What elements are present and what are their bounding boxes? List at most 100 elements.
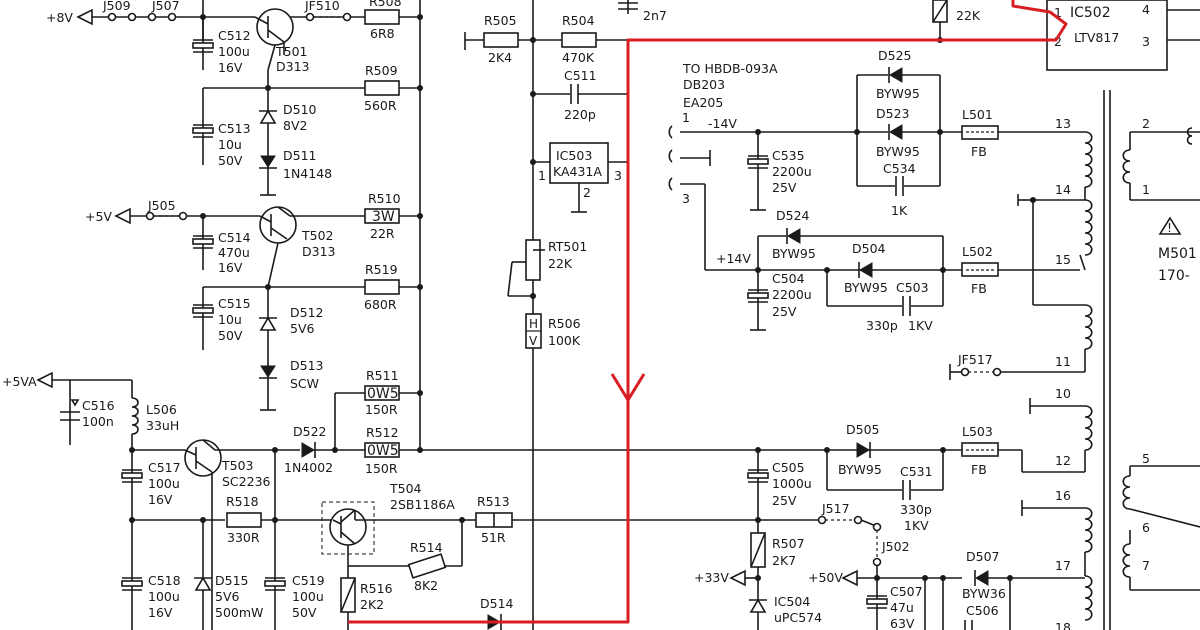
c513-volt: 50V (218, 153, 243, 168)
r512-ref: R512 (366, 425, 399, 440)
c515-volt: 50V (218, 328, 243, 343)
c503-volt: 1KV (908, 318, 933, 333)
red-highlight-trace (348, 0, 1068, 624)
l502-value: FB (971, 281, 987, 296)
c504-ref: C504 (772, 271, 805, 286)
c519-value: 100u (292, 589, 324, 604)
r504-ref: R504 (562, 13, 595, 28)
r518-ref: R518 (226, 494, 259, 509)
d525-ref: D525 (878, 48, 911, 63)
pin-7: 7 (1142, 558, 1150, 573)
net-label-33v: +33V (694, 570, 729, 585)
c506-ref: C506 (966, 603, 999, 618)
c519-ref: C519 (292, 573, 325, 588)
c531-ref: C531 (900, 464, 933, 479)
t501-ref: T501 (275, 44, 308, 59)
d512-part: 5V6 (290, 321, 315, 336)
net-label-50v: +50V (808, 570, 843, 585)
c517-volt: 16V (148, 492, 173, 507)
c518-ref: C518 (148, 573, 181, 588)
t502-part: D313 (302, 244, 335, 259)
d515-ref: D515 (215, 573, 248, 588)
net-label-pos14v: +14V (716, 251, 751, 266)
d523-part: BYW95 (876, 144, 920, 159)
c514-ref: C514 (218, 230, 251, 245)
red-direction-arrow (610, 373, 646, 402)
c519-volt: 50V (292, 605, 317, 620)
d514-ref: D514 (480, 596, 514, 611)
warning-mark: ! (1167, 220, 1172, 235)
r511-value: 150R (365, 402, 398, 417)
highlighted-signal-path (348, 0, 1068, 624)
jumper-j509-label: J509 (102, 0, 131, 13)
r506-ref: R506 (548, 316, 581, 331)
c504-volt: 25V (772, 304, 797, 319)
t502-body (259, 206, 297, 244)
c503-value: 330p (866, 318, 898, 333)
c-top-value: 2n7 (643, 8, 667, 23)
c517-ref: C517 (148, 460, 181, 475)
c515-ref: C515 (218, 296, 251, 311)
r513-ref: R513 (477, 494, 510, 509)
d507-ref: D507 (966, 549, 999, 564)
d512-ref: D512 (290, 305, 323, 320)
l502-ref: L502 (962, 244, 993, 259)
d515-part: 5V6 (215, 589, 240, 604)
c516-value: 100n (82, 414, 114, 429)
c505-ref: C505 (772, 460, 805, 475)
r505-ref: R505 (484, 13, 517, 28)
net-label-8v: +8V (46, 10, 73, 25)
d507-part: BYW36 (962, 586, 1006, 601)
pin-11: 11 (1055, 354, 1071, 369)
pin-18: 18 (1055, 620, 1071, 630)
pin-15: 15 (1055, 252, 1071, 267)
t503-part: SC2236 (222, 474, 271, 489)
d511-part: 1N4148 (283, 166, 332, 181)
r510-ref: R510 (368, 191, 401, 206)
r508-ref: R508 (369, 0, 402, 9)
c534-ref: C534 (883, 161, 916, 176)
l503-ref: L503 (962, 424, 993, 439)
jumper-jf510-label: JF510 (304, 0, 340, 13)
net-label-neg14v: -14V (708, 116, 737, 131)
r518-value: 330R (227, 530, 260, 545)
d505-part: BYW95 (838, 462, 882, 477)
r506-value: 100K (548, 333, 581, 348)
r506-mark-bottom: V (529, 334, 538, 348)
section-jf517: JF517 (949, 352, 1002, 380)
d511-ref: D511 (283, 148, 316, 163)
d513-ref: D513 (290, 358, 323, 373)
r516-value: 2K2 (360, 597, 384, 612)
ic502-pin4: 4 (1142, 2, 1150, 17)
c535-ref: C535 (772, 148, 805, 163)
c511-ref: C511 (564, 68, 597, 83)
r507-ref: R507 (772, 536, 805, 551)
pin-1: 1 (1142, 182, 1150, 197)
section-feedback: R505 2K4 R504 470K 2n7 C511 220p IC503 K… (464, 0, 667, 349)
r512-value: 150R (365, 461, 398, 476)
transformer-m501: 13 14 15 11 10 12 16 17 18 2 1 ! M501 17… (1000, 90, 1200, 630)
pin-10: 10 (1055, 386, 1071, 401)
c513-ref: C513 (218, 121, 251, 136)
d510-part: 8V2 (283, 118, 307, 133)
d524-part: BYW95 (772, 246, 816, 261)
r512-mark: 0W5 (367, 443, 399, 459)
ic502-part: LTV817 (1074, 30, 1119, 45)
c534-value: 1K (891, 203, 908, 218)
c518-value: 100u (148, 589, 180, 604)
c535-volt: 25V (772, 180, 797, 195)
c511-value: 220p (564, 107, 596, 122)
pin-5: 5 (1142, 451, 1150, 466)
transformer-ref: M501 (1158, 246, 1197, 262)
ic502-ref: IC502 (1070, 5, 1111, 21)
pin-2: 2 (1142, 116, 1150, 131)
section-5va: +5VA C516 100n L506 33uH C517 100u 16V T… (2, 368, 533, 630)
d505-ref: D505 (846, 422, 879, 437)
r510-value: 22R (370, 226, 395, 241)
r511-mark: 0W5 (367, 386, 399, 402)
t504-ref: T504 (389, 481, 422, 496)
ic503-pin1: 1 (538, 168, 546, 183)
jumper-j502-label: J502 (881, 539, 910, 554)
pin-14: 14 (1055, 182, 1071, 197)
r509-ref: R509 (365, 63, 398, 78)
